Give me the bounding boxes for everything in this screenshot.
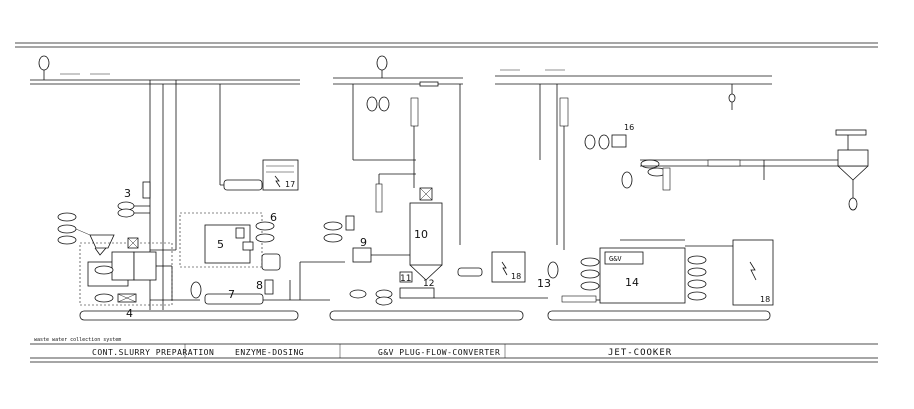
plug-flow-converter-10	[409, 202, 443, 266]
floor-slab-3	[547, 310, 771, 321]
instrument-tag-lic	[57, 212, 77, 222]
equipment-number-18: 18	[760, 295, 770, 304]
equipment-number-15: 16	[624, 123, 634, 132]
equipment-number-13: 13	[537, 277, 551, 290]
equipment-number-3: 3	[124, 187, 131, 200]
cooker-brand-label: G&V	[609, 255, 622, 263]
section-label-converter: G&V PLUG-FLOW-CONVERTER	[378, 348, 500, 357]
equipment-number-17: 18	[511, 272, 521, 281]
instrument-tag-pic	[94, 265, 114, 275]
control-panel-17	[491, 251, 526, 283]
floor-slab-1	[79, 310, 299, 321]
jet-cooker-coil-1	[559, 97, 569, 127]
instrument-tag-fic	[57, 224, 77, 234]
slurry-tank-outline	[79, 242, 173, 306]
converter-outlet-pump-12	[399, 287, 435, 299]
enzyme-inline-mixer	[223, 179, 263, 191]
pressure-indicator-mid	[376, 55, 388, 71]
enzyme-pump	[261, 253, 281, 271]
equipment-number-8: 8	[256, 279, 263, 292]
instrument-tag-ti	[94, 293, 114, 303]
section-label-slurry: CONT.SLURRY PREPARATION	[92, 348, 214, 357]
floor-slab-2	[329, 310, 524, 321]
pressure-indicator-left	[38, 55, 50, 71]
waste-water-note: waste water collection system	[34, 337, 121, 343]
equipment-number-10: 10	[414, 228, 428, 241]
feed-pump-9	[352, 247, 372, 263]
instrument-tag-tic	[57, 235, 77, 245]
section-label-enzyme: ENZYME-DOSING	[235, 348, 304, 357]
slurry-mixer-2	[111, 251, 135, 281]
equipment-number-9: 9	[360, 236, 367, 249]
heat-exchanger-coil-2	[375, 183, 383, 213]
jet-cooker-coil-2	[707, 159, 741, 167]
equipment-number-16: 17	[285, 180, 295, 189]
control-cabinet-18	[732, 239, 774, 306]
equipment-number-14: 14	[625, 276, 639, 289]
enzyme-storage-16	[262, 159, 299, 191]
equipment-number-7: 7	[228, 288, 235, 301]
equipment-number-12: 12	[423, 279, 434, 289]
hopper	[89, 234, 115, 249]
flash-vessel	[837, 149, 869, 167]
static-mixer-7	[204, 293, 264, 305]
equipment-number-5: 5	[217, 238, 224, 251]
heat-exchanger-coil-1	[410, 97, 419, 127]
equipment-number-6: 6	[270, 211, 277, 224]
slurry-mixer-3	[133, 251, 157, 281]
equipment-number-11: 11	[400, 274, 411, 284]
section-label-jet-cooker: JET-COOKER	[608, 348, 672, 358]
equipment-number-4: 4	[126, 307, 133, 320]
